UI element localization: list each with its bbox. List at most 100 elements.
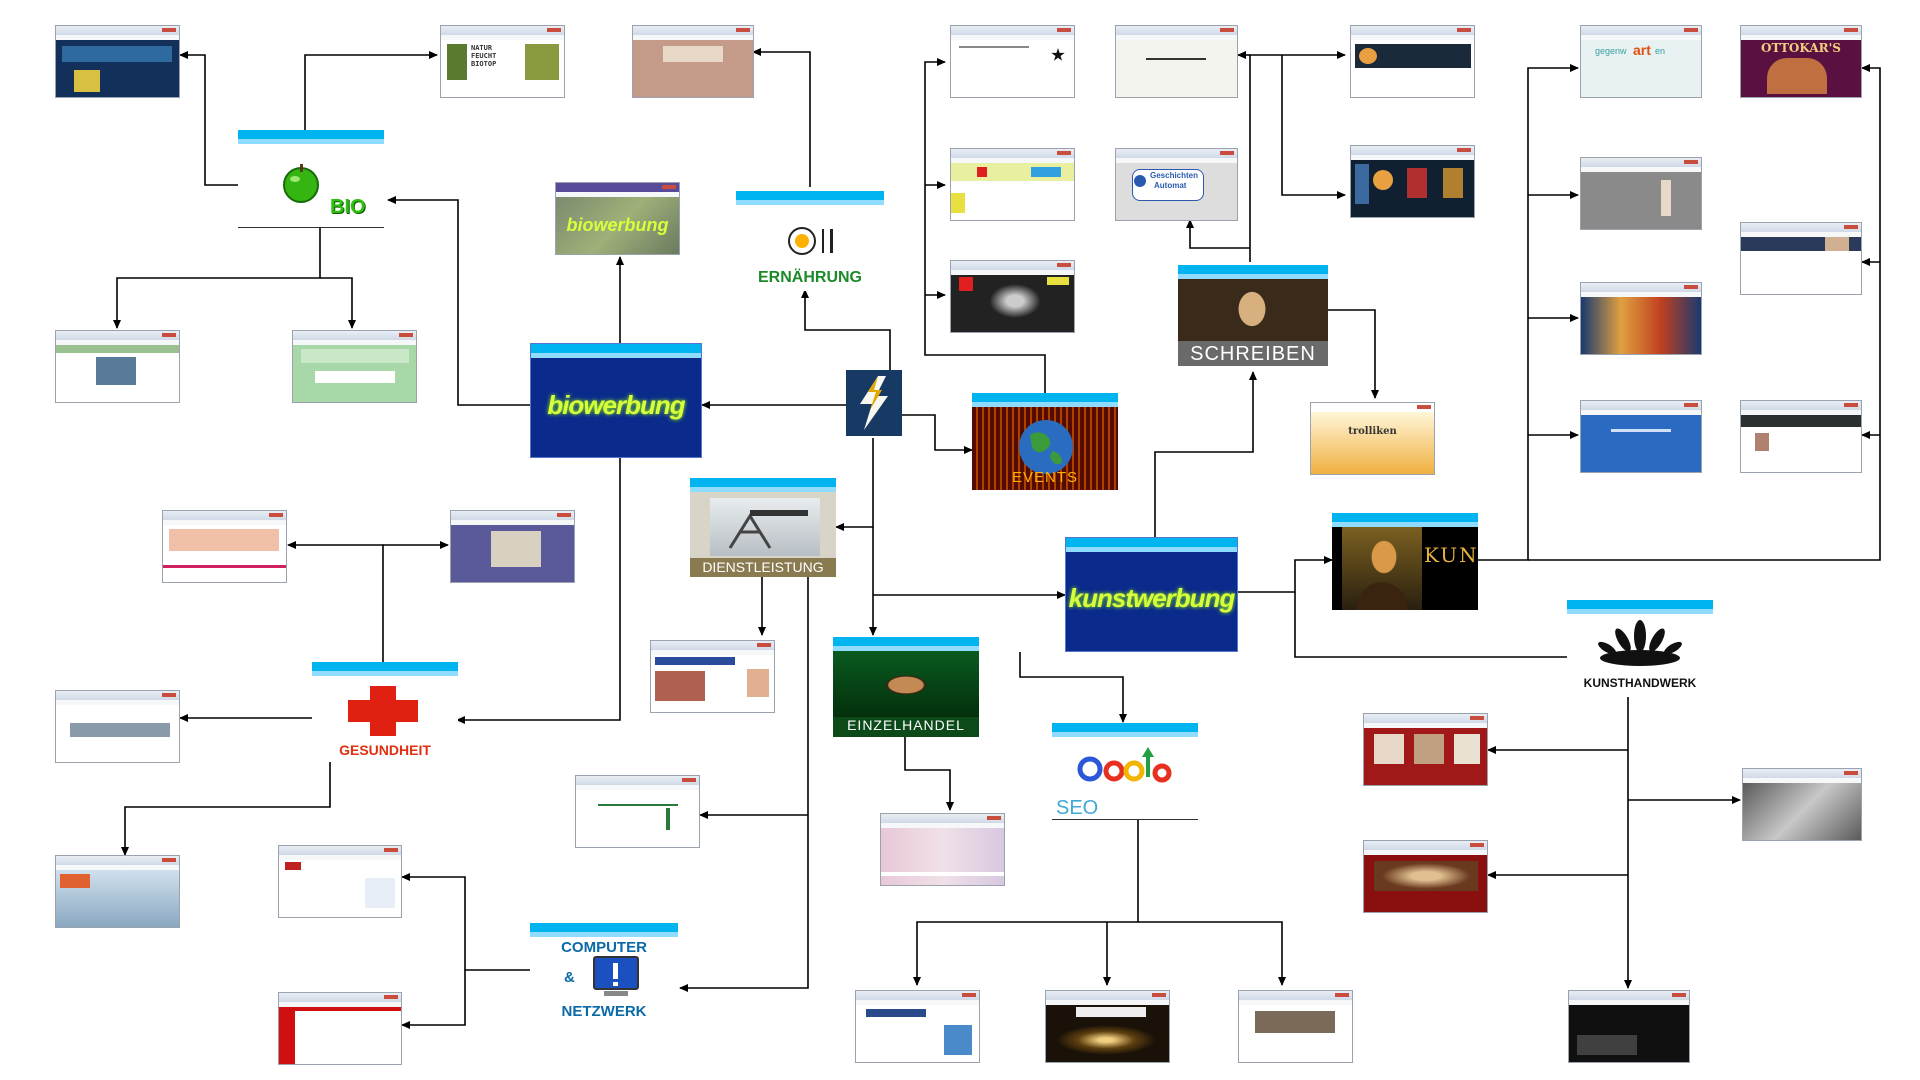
gegenwartart-text-1: gegenw xyxy=(1595,46,1627,56)
category-bio[interactable]: BIO xyxy=(238,130,384,228)
edge-kunstwerbung-seo xyxy=(1019,652,1127,723)
lightning-logo-icon xyxy=(860,376,888,430)
website-thumbnail[interactable] xyxy=(1580,400,1702,473)
biowerbung-node[interactable]: biowerbung xyxy=(530,343,702,458)
edge-biowerbung-bio xyxy=(387,196,530,406)
seo-label: SEO xyxy=(1056,797,1099,819)
ornament-icon xyxy=(1598,620,1682,666)
geschichten-text-1: Geschichten xyxy=(1150,171,1199,180)
oil-pump-icon xyxy=(710,498,820,556)
category-events[interactable]: EVENTS xyxy=(972,393,1118,490)
kunstwerbung-node[interactable]: kunstwerbung xyxy=(1065,537,1238,652)
edge-hub-ernaehrung xyxy=(801,289,891,375)
website-thumbnail[interactable] xyxy=(950,25,1075,98)
website-thumbnail[interactable] xyxy=(1363,713,1488,786)
website-thumbnail[interactable] xyxy=(1742,768,1862,841)
apple-icon xyxy=(283,164,319,203)
edge-seo-down xyxy=(913,820,1139,986)
website-thumbnail[interactable] xyxy=(1740,400,1862,473)
computer-ampersand: & xyxy=(564,969,575,986)
category-einzelhandel[interactable]: EINZELHANDEL xyxy=(833,637,979,737)
netzwerk-label: NETZWERK xyxy=(561,1003,647,1020)
kunst-label: KUNST xyxy=(1424,543,1478,567)
website-thumbnail[interactable] xyxy=(55,25,180,98)
hub-logo[interactable] xyxy=(846,370,902,436)
ottokars-text: OTTOKAR'S xyxy=(1761,41,1841,55)
kunstwerbung-title: kunstwerbung xyxy=(1068,583,1236,613)
globe-icon xyxy=(1019,420,1073,474)
website-thumbnail[interactable] xyxy=(55,330,180,403)
website-thumbnail[interactable]: NATUR FEUCHT BIOTOP xyxy=(440,25,565,98)
edge-hub-events xyxy=(890,414,973,454)
website-thumbnail[interactable]: trolliken xyxy=(1310,402,1435,475)
dienstleistung-label: DIENSTLEISTUNG xyxy=(690,558,836,577)
website-thumbnail[interactable] xyxy=(1350,25,1475,98)
website-thumbnail[interactable] xyxy=(950,148,1075,221)
website-thumbnail[interactable] xyxy=(950,260,1075,333)
events-label: EVENTS xyxy=(1011,469,1078,486)
schreiben-label: SCHREIBEN xyxy=(1190,343,1316,365)
website-thumbnail[interactable] xyxy=(278,845,402,918)
computer-label: COMPUTER xyxy=(561,939,647,956)
website-thumbnail[interactable] xyxy=(1740,222,1862,295)
website-thumbnail[interactable] xyxy=(1580,282,1702,355)
edge-kunst-right xyxy=(1478,64,1579,561)
gesundheit-label: GESUNDHEIT xyxy=(339,742,431,758)
red-cross-icon xyxy=(348,686,418,736)
edge-einzelhandel-thumb xyxy=(904,735,954,811)
category-dienstleistung[interactable]: DIENSTLEISTUNG xyxy=(690,478,836,577)
biowerbung-title: biowerbung xyxy=(547,390,685,420)
website-thumbnail[interactable] xyxy=(575,775,700,848)
website-thumbnail[interactable] xyxy=(450,510,575,583)
category-computer-netzwerk[interactable]: COMPUTER & NETZWERK xyxy=(530,923,678,1023)
gegenwartart-text-3: en xyxy=(1655,46,1666,56)
kunsthandwerk-label: KUNSTHANDWERK xyxy=(1583,676,1697,690)
website-thumbnail[interactable] xyxy=(1115,25,1238,98)
category-ernaehrung[interactable]: ERNÄHRUNG xyxy=(736,191,884,291)
category-kunst[interactable]: KUNST xyxy=(1332,513,1478,610)
website-thumbnail[interactable] xyxy=(1045,990,1170,1063)
website-thumbnail[interactable]: Geschichten Automat xyxy=(1115,148,1238,221)
handshake-icon xyxy=(833,651,979,717)
website-thumbnail[interactable] xyxy=(1238,990,1353,1063)
website-thumbnail[interactable] xyxy=(278,992,402,1065)
ernaehrung-label: ERNÄHRUNG xyxy=(758,269,862,286)
website-thumbnail[interactable]: biowerbung xyxy=(555,182,680,255)
website-thumbnail[interactable] xyxy=(855,990,980,1063)
edge-ernaehrung-thumb xyxy=(752,48,811,187)
edge-kunstwerbung-schreiben xyxy=(1154,371,1257,537)
category-schreiben[interactable]: SCHREIBEN xyxy=(1178,265,1328,366)
einzelhandel-label: EINZELHANDEL xyxy=(847,717,965,733)
website-thumbnail[interactable] xyxy=(292,330,417,403)
bio-label: BIO xyxy=(330,196,366,218)
edge-schreiben-right xyxy=(1249,51,1346,262)
edge-computer-left xyxy=(401,873,530,971)
mona-lisa-icon xyxy=(1342,527,1422,610)
category-kunsthandwerk[interactable]: KUNSTHANDWERK xyxy=(1567,600,1713,697)
website-thumbnail[interactable] xyxy=(1568,990,1690,1063)
website-thumbnail[interactable] xyxy=(650,640,775,713)
google-logo-icon xyxy=(1077,747,1172,783)
website-thumbnail[interactable] xyxy=(1363,840,1488,913)
website-thumbnail[interactable] xyxy=(1350,145,1475,218)
trolliken-text: trolliken xyxy=(1348,426,1397,437)
website-thumbnail[interactable]: gegenw art en xyxy=(1580,25,1702,98)
edge-bio-t2 xyxy=(304,51,438,135)
edge-kunstwerbung-kunst xyxy=(1238,556,1333,593)
edge-gesundheit-up xyxy=(287,541,384,664)
website-thumbnail[interactable] xyxy=(55,690,180,763)
category-gesundheit[interactable]: GESUNDHEIT xyxy=(312,662,458,762)
edge-kunstwerbung-kunsthandwerk xyxy=(1294,592,1583,661)
website-thumbnail[interactable] xyxy=(1580,157,1702,230)
category-seo[interactable]: SEO xyxy=(1052,723,1198,820)
website-thumbnail[interactable]: OTTOKAR'S xyxy=(1740,25,1862,98)
shakespeare-portrait-icon xyxy=(1178,279,1328,341)
website-thumbnail[interactable] xyxy=(880,813,1005,886)
plate-cutlery-icon xyxy=(788,227,833,255)
biotop-text: NATUR FEUCHT BIOTOP xyxy=(471,44,497,68)
website-thumbnail[interactable] xyxy=(162,510,287,583)
website-thumbnail[interactable] xyxy=(632,25,754,98)
edge-biowerbung-gesundheit xyxy=(456,458,621,724)
website-thumbnail[interactable] xyxy=(55,855,180,928)
